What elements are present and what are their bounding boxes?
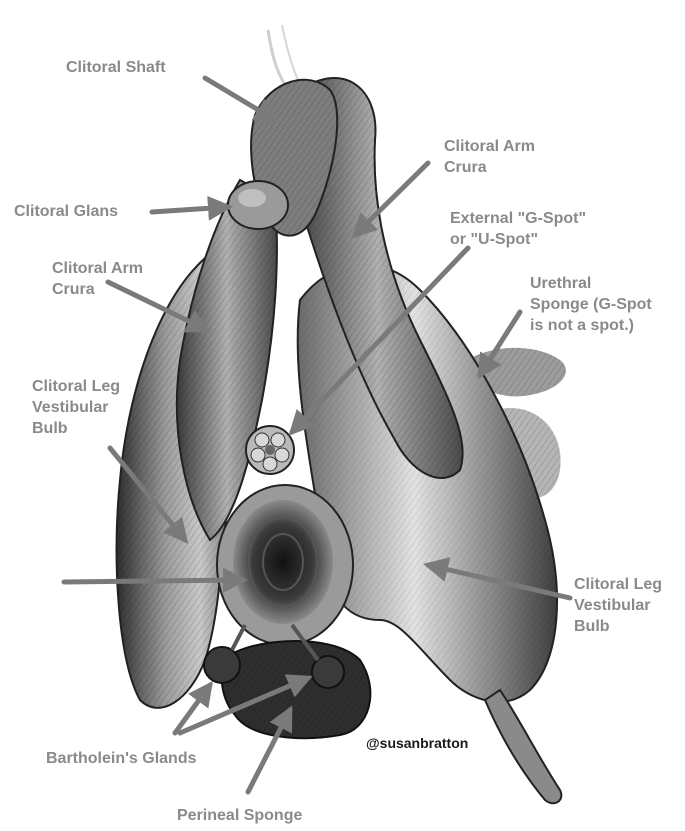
- vaginal-canal-shape: [217, 485, 353, 645]
- label-line: Clitoral Arm: [52, 258, 143, 279]
- label-text: Clitoral Glans: [14, 201, 118, 222]
- arrow-clitoral-glans: [152, 207, 228, 212]
- label-line: is not a spot.): [530, 315, 652, 336]
- left-crura-shape: [177, 180, 277, 540]
- label-perineal-sponge: Perineal Sponge: [177, 805, 302, 826]
- label-line: Crura: [52, 279, 143, 300]
- label-line: Vestibular: [574, 595, 662, 616]
- label-urethral-sponge: Urethral Sponge (G-Spot is not a spot.): [530, 273, 652, 336]
- label-line: External "G-Spot": [450, 208, 586, 229]
- label-clitoral-glans: Clitoral Glans: [14, 201, 118, 222]
- label-clitoral-arm-right: Clitoral Arm Crura: [444, 136, 535, 178]
- arrow-vaginal-opening: [64, 580, 243, 582]
- label-line: Sponge (G-Spot: [530, 294, 652, 315]
- label-line: Clitoral Arm: [444, 136, 535, 157]
- urethral-opening-shape: [246, 426, 294, 474]
- label-line: Urethral: [530, 273, 652, 294]
- label-line: Clitoral Leg: [574, 574, 662, 595]
- label-clitoral-shaft: Clitoral Shaft: [66, 57, 166, 78]
- label-line: Vestibular: [32, 397, 120, 418]
- label-external-g-spot: External "G-Spot" or "U-Spot": [450, 208, 586, 250]
- label-clitoral-leg-left: Clitoral Leg Vestibular Bulb: [32, 376, 120, 439]
- label-text: Clitoral Shaft: [66, 57, 166, 78]
- label-clitoral-arm-left: Clitoral Arm Crura: [52, 258, 143, 300]
- perineal-sponge-shape: [222, 641, 371, 738]
- label-text: Perineal Sponge: [177, 805, 302, 826]
- label-bartholeins-glands: Bartholein's Glands: [46, 748, 197, 769]
- label-line: or "U-Spot": [450, 229, 586, 250]
- label-text: Bartholein's Glands: [46, 748, 197, 769]
- label-line: Bulb: [32, 418, 120, 439]
- credit-watermark: @susanbratton: [366, 735, 468, 751]
- label-clitoral-leg-right: Clitoral Leg Vestibular Bulb: [574, 574, 662, 637]
- label-line: Clitoral Leg: [32, 376, 120, 397]
- bartholin-gland-left: [204, 647, 240, 683]
- label-line: Bulb: [574, 616, 662, 637]
- label-line: Crura: [444, 157, 535, 178]
